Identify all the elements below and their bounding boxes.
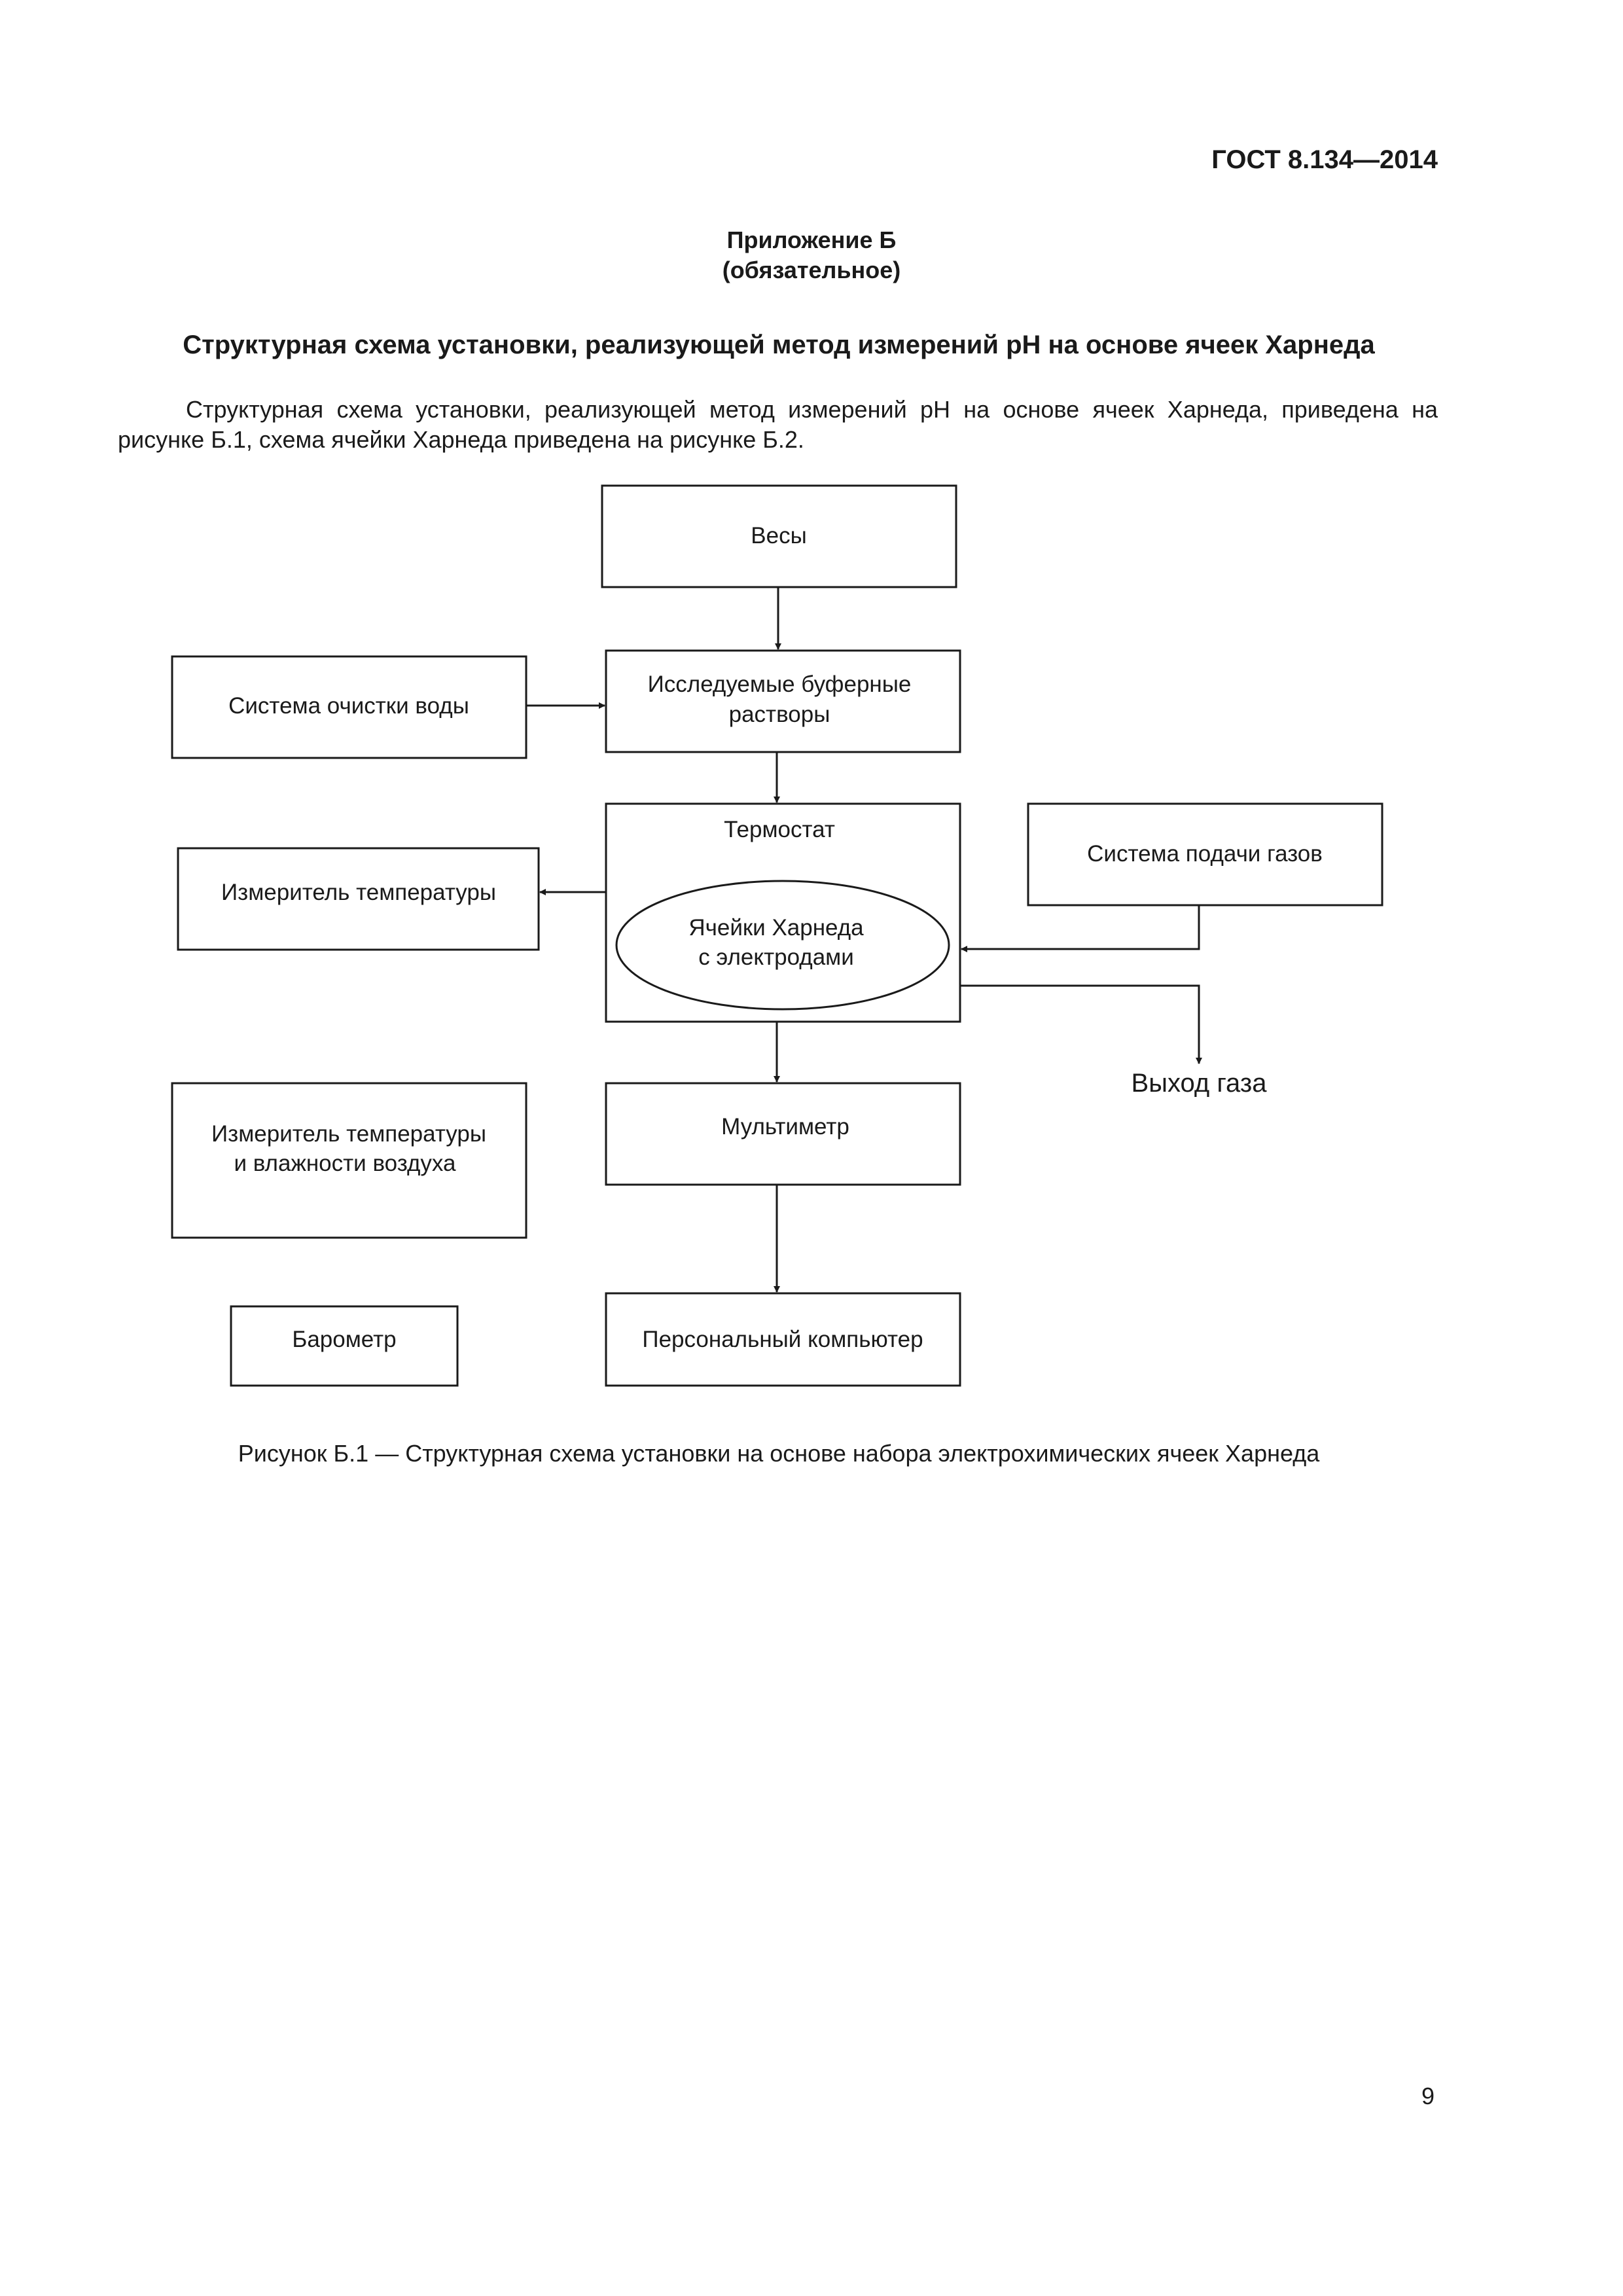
multimeter-box bbox=[605, 1082, 961, 1186]
buffers-label-line2: растворы bbox=[729, 702, 830, 727]
pc-label: Персональный компьютер bbox=[642, 1327, 923, 1352]
gas-outlet-label: Выход газа bbox=[1132, 1069, 1268, 1098]
air-meter-label-line2: и влажности воздуха bbox=[234, 1151, 456, 1176]
gas-supply-label: Система подачи газов bbox=[1087, 841, 1323, 867]
pc-box bbox=[605, 1292, 961, 1387]
body-paragraph-text: Структурная схема установки, реализующей… bbox=[118, 396, 1438, 453]
air-meter-box bbox=[171, 1082, 527, 1239]
barometer-label: Барометр bbox=[292, 1327, 396, 1352]
arrow-gas-supply-to-thermostat bbox=[961, 905, 1200, 952]
scales-box bbox=[601, 484, 957, 588]
temp-meter-box bbox=[177, 847, 540, 951]
multimeter-label: Мультиметр bbox=[721, 1114, 849, 1139]
scales-label: Весы bbox=[751, 523, 806, 548]
annex-title: Приложение Б bbox=[726, 226, 897, 253]
section-title: Структурная схема установки, реализующей… bbox=[183, 331, 1375, 359]
air-meter-label-line1: Измеритель температуры bbox=[211, 1121, 486, 1147]
thermostat-label: Термостат bbox=[724, 817, 835, 842]
buffers-label-line1: Исследуемые буферные bbox=[648, 672, 912, 697]
document-header: ГОСТ 8.134—2014 bbox=[1211, 145, 1438, 174]
figure-caption: Рисунок Б.1 — Структурная схема установк… bbox=[238, 1440, 1320, 1467]
temp-meter-label: Измеритель температуры bbox=[221, 880, 496, 905]
harned-cells-label-line1: Ячейки Харнеда bbox=[688, 915, 864, 941]
buffers-box bbox=[605, 649, 961, 753]
gas-supply-box bbox=[1027, 802, 1383, 906]
body-paragraph: Структурная схема установки, реализующей… bbox=[118, 395, 1438, 455]
harned-cells-ellipse bbox=[615, 880, 950, 1011]
arrow-thermostat-to-gas-outlet bbox=[960, 984, 1202, 1064]
water-system-label: Система очистки воды bbox=[228, 693, 469, 719]
page-number: 9 bbox=[1421, 2083, 1435, 2109]
harned-cells-label-line2: с электродами bbox=[698, 944, 854, 970]
annex-status: (обязательное) bbox=[722, 257, 901, 283]
water-system-box bbox=[171, 655, 527, 759]
barometer-box bbox=[230, 1305, 459, 1387]
